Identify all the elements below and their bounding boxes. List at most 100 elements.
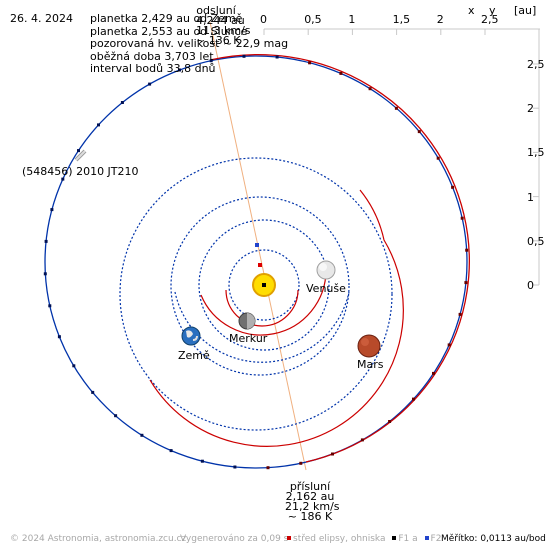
asteroid-position-dot: [61, 177, 65, 181]
asteroid-position-dot: [114, 414, 118, 418]
y-axis-label: y: [489, 4, 496, 17]
perihelion-speed: 21,2 km/s: [285, 500, 340, 513]
asteroid-position-dot: [77, 149, 80, 153]
earth-label: Země: [178, 349, 210, 362]
asteroid-position-dot: [412, 397, 415, 401]
f2-legend-marker: [424, 536, 429, 540]
asteroid-position-dot: [464, 281, 468, 285]
footer-copyright: © 2024 Astronomia, astronomia.zcu.cz: [10, 534, 187, 544]
asteroid-position-dot: [331, 452, 334, 456]
center-legend-marker: [287, 536, 291, 540]
asteroid-position-dot: [451, 185, 455, 189]
asteroid-position-dot: [97, 123, 100, 127]
asteroid-position-dot: [275, 55, 279, 59]
mercury-orbit-near: [225, 289, 299, 327]
earth-orbit-lower: [174, 291, 350, 363]
asteroid-position-dot: [200, 459, 204, 463]
axis-unit: [au]: [514, 4, 537, 17]
earth-planet[interactable]: [181, 326, 201, 346]
info-line-period: oběžná doba 3,703 let: [90, 49, 214, 63]
venus-label: Venuše: [306, 282, 346, 295]
x-tick-label: 1: [348, 13, 356, 26]
ellipse-center-marker: [255, 243, 259, 247]
x-tick-label: 0,5: [304, 13, 322, 26]
info-line-magnitude: pozorovaná hv. velikost ~ 22,9 mag: [90, 37, 289, 50]
venus-planet[interactable]: [316, 260, 336, 280]
asteroid-position-dot: [178, 68, 181, 72]
asteroid-orbit-near: [209, 53, 470, 463]
asteroid-position-dot: [417, 130, 421, 134]
asteroid-position-dot: [388, 420, 392, 423]
aphelion-speed: 11,3 km/s: [196, 24, 251, 37]
sun: [252, 273, 276, 297]
f1-legend-text: F1 a: [398, 534, 418, 544]
asteroid-position-dot: [148, 82, 152, 86]
aphelion-temp: ~ 136 K: [196, 34, 241, 47]
perihelion-label: přísluní 2,162 au 21,2 km/s ~ 186 K: [285, 480, 340, 523]
mars-orbit-near: [149, 189, 404, 447]
info-block: planetka 2,429 au od Země planetka 2,553…: [90, 12, 289, 76]
asteroid-position-dot: [432, 371, 435, 375]
asteroid-position-dot: [368, 87, 372, 91]
mars-planet[interactable]: [357, 334, 381, 358]
perihelion-title: přísluní: [289, 480, 331, 493]
axes: [264, 28, 540, 285]
asteroid-position-dot: [447, 343, 451, 347]
x-tick-label: 0: [260, 13, 267, 26]
asteroid-position-dot: [233, 465, 237, 469]
asteroid-label: (548456) 2010 JT210: [22, 165, 139, 178]
center-legend-text: střed elipsy, ohniska: [293, 534, 386, 544]
mars-label: Mars: [357, 358, 384, 371]
asteroid-position-dot: [169, 449, 173, 453]
venus-orbit: [198, 219, 330, 351]
asteroid-position-dot: [48, 304, 52, 308]
info-line-earth-distance: planetka 2,429 au od Země: [90, 12, 243, 25]
y-tick-label: 0,5: [527, 234, 545, 248]
asteroid-position-dot: [460, 216, 464, 220]
f1-legend-marker: [392, 536, 397, 540]
asteroid-position-dot: [360, 438, 364, 442]
asteroid-position-dot: [458, 312, 462, 316]
mercury-planet[interactable]: [238, 312, 256, 330]
y-tick-label: 2: [527, 102, 534, 116]
aphelion-distance: 4,244 au: [196, 14, 245, 27]
asteroid-position-dot: [91, 390, 95, 394]
asteroid-position-dot: [266, 466, 270, 470]
asteroid-position-dot: [57, 335, 61, 339]
asteroid-position-points: [43, 54, 469, 470]
y-tick-label: 2,5: [527, 58, 545, 71]
venus-orbit-near: [200, 269, 327, 336]
perihelion-temp: ~ 186 K: [287, 510, 333, 523]
asteroid-marker[interactable]: [74, 149, 87, 162]
mercury-label: Merkur: [229, 332, 268, 345]
earth-orbit: [170, 196, 350, 376]
mercury-orbit: [228, 249, 300, 321]
info-line-sun-distance: planetka 2,553 au od Slunce: [90, 24, 248, 38]
date-label: 26. 4. 2024: [10, 12, 73, 25]
y-tick-label: 1: [527, 190, 534, 204]
asteroid-position-dot: [209, 59, 213, 63]
x-tick-label: 1,5: [392, 13, 411, 26]
mars-orbit: [119, 157, 393, 431]
asteroid-position-dot: [436, 156, 440, 160]
asteroid-position-dot: [44, 239, 48, 243]
footer-scale: Měřítko: 0,0113 au/bod: [441, 534, 546, 544]
info-line-interval: interval bodů 33,8 dnů: [90, 62, 216, 75]
asteroid-position-dot: [339, 71, 343, 75]
y-tick-label: 0: [527, 279, 534, 292]
asteroid-position-dot: [72, 364, 76, 368]
asteroid-orbit-far: [44, 55, 468, 469]
footer-generated: Vygenerováno za 0,09 s: [180, 534, 289, 544]
asteroid-position-dot: [120, 101, 124, 104]
x-tick-label: 2,5: [481, 13, 499, 26]
asteroid-position-dot: [43, 272, 47, 276]
axis-ticks: [263, 29, 539, 286]
x-tick-label: 2: [436, 13, 444, 26]
asteroid-position-dot: [299, 461, 303, 465]
f2-legend-text: F2: [430, 534, 442, 544]
asteroid-position-dot: [308, 61, 312, 65]
asteroid-position-dot: [394, 106, 398, 110]
focus-f2-marker: [258, 263, 262, 267]
asteroid-position-dot: [50, 208, 54, 212]
